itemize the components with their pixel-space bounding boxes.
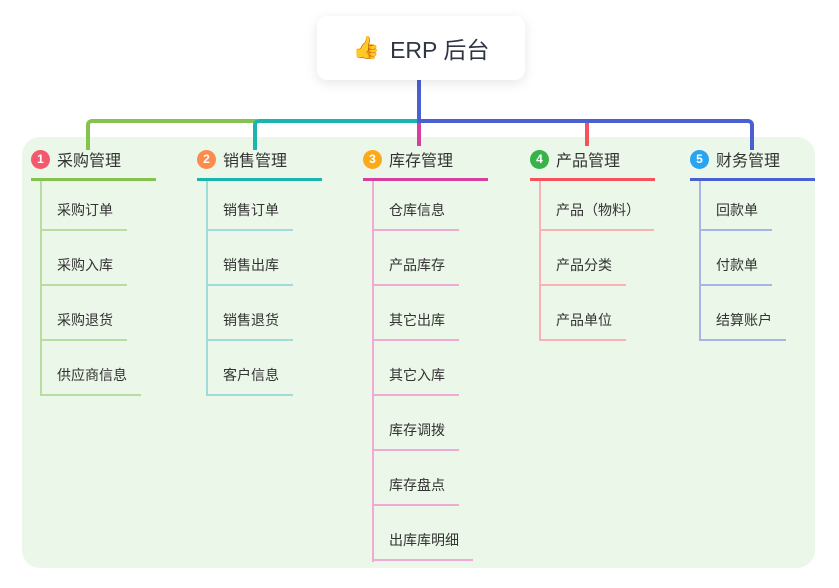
node-warehouse-info[interactable]: 仓库信息	[372, 194, 459, 231]
node-stock-taking[interactable]: 库存盘点	[372, 469, 459, 506]
connector-finance	[417, 119, 754, 150]
node-product-material[interactable]: 产品（物料）	[539, 194, 654, 231]
root-label: ERP 后台	[390, 37, 490, 63]
thumbs-up-icon: 👍	[352, 35, 381, 60]
node-sales-return[interactable]: 销售退货	[206, 304, 293, 341]
node-purchase-return[interactable]: 采购退货	[40, 304, 127, 341]
spine-sales	[206, 178, 208, 396]
node-supplier-info[interactable]: 供应商信息	[40, 359, 141, 396]
branch-finance[interactable]: 5 财务管理	[690, 147, 815, 181]
node-settlement-account[interactable]: 结算账户	[699, 304, 786, 341]
node-purchase-order[interactable]: 采购订单	[40, 194, 127, 231]
node-product-stock[interactable]: 产品库存	[372, 249, 459, 286]
node-outbound-detail[interactable]: 出库库明细	[372, 524, 473, 561]
node-sales-outbound[interactable]: 销售出库	[206, 249, 293, 286]
connector-inventory	[417, 123, 421, 146]
spine-inventory	[372, 178, 374, 562]
branch-label: 财务管理	[716, 153, 781, 170]
branches-panel	[22, 137, 815, 568]
node-product-category[interactable]: 产品分类	[539, 249, 626, 286]
branch-sales[interactable]: 2 销售管理	[197, 147, 322, 181]
node-customer-info[interactable]: 客户信息	[206, 359, 293, 396]
spine-product	[539, 178, 541, 341]
branch-label: 产品管理	[556, 153, 621, 170]
node-purchase-inbound[interactable]: 采购入库	[40, 249, 127, 286]
branch-label: 采购管理	[57, 153, 122, 170]
node-collection-doc[interactable]: 回款单	[699, 194, 772, 231]
branch-number-badge: 2	[197, 149, 216, 169]
root-node[interactable]: 👍 ERP 后台	[317, 16, 525, 80]
branch-number-badge: 3	[363, 149, 382, 169]
connector-procurement	[86, 119, 257, 150]
branch-number-badge: 4	[530, 149, 549, 169]
node-other-outbound[interactable]: 其它出库	[372, 304, 459, 341]
branch-label: 库存管理	[389, 153, 454, 170]
branch-inventory[interactable]: 3 库存管理	[363, 147, 488, 181]
node-sales-order[interactable]: 销售订单	[206, 194, 293, 231]
branch-number-badge: 5	[690, 149, 709, 169]
connector-product	[585, 123, 589, 146]
connector-sales	[253, 119, 423, 150]
root-connector-line	[417, 80, 421, 123]
node-product-unit[interactable]: 产品单位	[539, 304, 626, 341]
branch-product[interactable]: 4 产品管理	[530, 147, 655, 181]
branch-procurement[interactable]: 1 采购管理	[31, 147, 156, 181]
branch-label: 销售管理	[223, 153, 288, 170]
node-payment-doc[interactable]: 付款单	[699, 249, 772, 286]
branch-number-badge: 1	[31, 149, 50, 169]
spine-procurement	[40, 178, 42, 396]
node-other-inbound[interactable]: 其它入库	[372, 359, 459, 396]
node-stock-transfer[interactable]: 库存调拨	[372, 414, 459, 451]
spine-finance	[699, 178, 701, 341]
